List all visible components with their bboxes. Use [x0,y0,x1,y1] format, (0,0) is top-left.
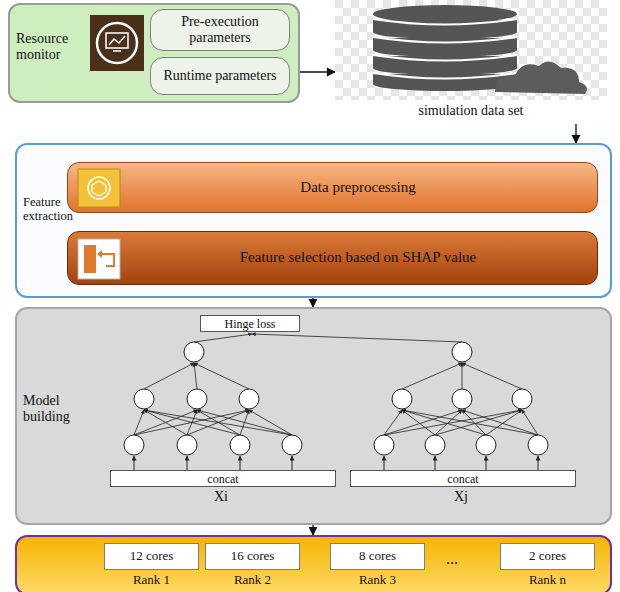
concat-box: concat [350,470,576,487]
result-panel: 12 coresRank 116 coresRank 28 coresRank … [15,535,612,592]
loss-box: Hinge loss [200,315,300,332]
rank-card: 16 coresRank 2 [205,543,300,591]
model-panel: Model building Hinge loss concat concat [15,307,612,525]
input-label: Xi [214,489,228,505]
rank-card: 2 coresRank n [500,543,595,591]
node-label: 12 cores [104,543,199,570]
parameter-box: Pre-execution parameters [150,9,290,51]
rank-card: 8 coresRank 3 [330,543,425,591]
monitor-panel: Resource monitor Pre-execution parameters… [8,3,300,103]
node-label: Model building [23,393,85,425]
neural-network [17,309,614,527]
node-label: simulation data set [335,103,607,119]
flow-arrow [312,525,313,535]
process-bar: Feature selection based on SHAP value [67,231,598,285]
node-label: concat [111,471,335,486]
ellipsis: ... [446,550,458,568]
node-label: concat [351,471,575,486]
node-label: Pre-execution parameters [151,10,289,50]
flow-arrow [575,124,576,143]
node-label: Feature selection based on SHAP value [128,232,588,284]
rank-label: Rank 2 [205,573,300,588]
node-label: Hinge loss [201,316,299,331]
database-icon [335,0,607,100]
node-label: 16 cores [205,543,300,570]
concat-box: concat [110,470,336,487]
rank-label: Rank 1 [104,573,199,588]
cube-icon [68,163,148,214]
feature-panel: Feature extractionData preprocessingFeat… [15,143,612,298]
list-icon [68,232,148,286]
parameter-box: Runtime parameters [150,57,290,95]
node-label: Resource monitor [16,31,86,63]
rank-label: Rank 3 [330,573,425,588]
input-label: Xj [454,489,468,505]
flow-arrow [300,71,335,72]
rank-card: 12 coresRank 1 [104,543,199,591]
node-label: Data preprocessing [128,163,588,212]
database: simulation data set [335,0,607,124]
node-label: 8 cores [330,543,425,570]
process-bar: Data preprocessing [67,162,598,213]
flow-arrow [312,298,313,307]
node-label: 2 cores [500,543,595,570]
node-label: Runtime parameters [151,58,289,94]
rank-label: Rank n [500,573,595,588]
